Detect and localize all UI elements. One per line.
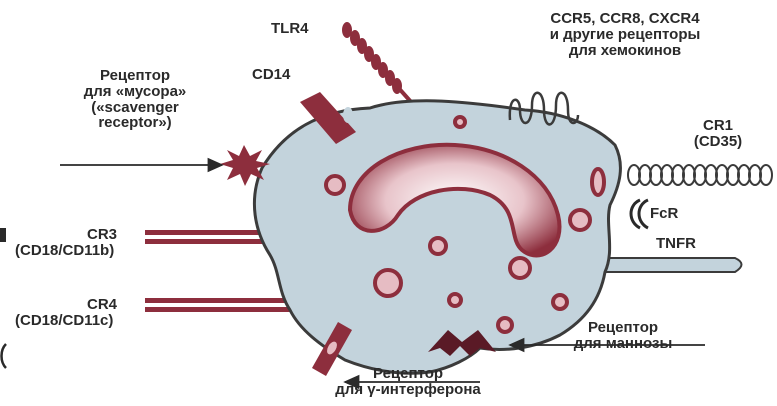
fcr-receptor [631, 200, 648, 228]
chemokine-receptor-label: CCR5, CCR8, CXCR4 и другие рецепторы для… [485, 11, 765, 58]
tlr4-label: TLR4 [271, 21, 309, 37]
scavenger-label-line2: для «мусора» [40, 84, 230, 100]
cr3-label-line2: (CD18/CD11b) [15, 243, 117, 259]
scavenger-label-line4: receptor») [40, 115, 230, 131]
chemokine-label-line3: для хемокинов [485, 43, 765, 59]
left-edge-mark [0, 228, 6, 242]
tnfr-label: TNFR [656, 236, 696, 252]
ifn-label-line1: Рецептор [278, 366, 538, 382]
cr1-label-line1: CR1 [668, 118, 768, 134]
cr1-label: CR1 (CD35) [668, 118, 768, 150]
cr4-label-line1: CR4 [15, 297, 117, 313]
cr1-label-line2: (CD35) [668, 134, 768, 150]
tnfr-receptor [600, 258, 742, 272]
chemokine-label-line2: и другие рецепторы [485, 27, 765, 43]
left-edge-paren [2, 344, 7, 368]
scavenger-label-line1: Рецептор [40, 68, 230, 84]
chemokine-label-line1: CCR5, CCR8, CXCR4 [485, 11, 765, 27]
mannose-label-line1: Рецептор [528, 320, 718, 336]
tlr4-receptor [342, 22, 420, 112]
mannose-receptor-label: Рецептор для маннозы [528, 320, 718, 352]
fcr-label: FcR [650, 206, 678, 222]
cr4-receptor [145, 298, 295, 312]
cr3-label: CR3 (CD18/CD11b) [15, 227, 117, 259]
ifn-receptor-label: Рецептор для γ-интерферона [278, 366, 538, 398]
cd14-label: CD14 [252, 67, 290, 83]
ifn-label-line2: для γ-интерферона [278, 382, 538, 398]
cr3-receptor [145, 230, 275, 244]
scavenger-label-line3: («scavenger [40, 100, 230, 116]
cr4-label-line2: (CD18/CD11c) [15, 313, 117, 329]
cr1-receptor [628, 165, 772, 185]
mannose-label-line2: для маннозы [528, 336, 718, 352]
cr4-label: CR4 (CD18/CD11c) [15, 297, 117, 329]
scavenger-receptor-label: Рецептор для «мусора» («scavenger recept… [40, 68, 230, 131]
cr3-label-line1: CR3 [15, 227, 117, 243]
